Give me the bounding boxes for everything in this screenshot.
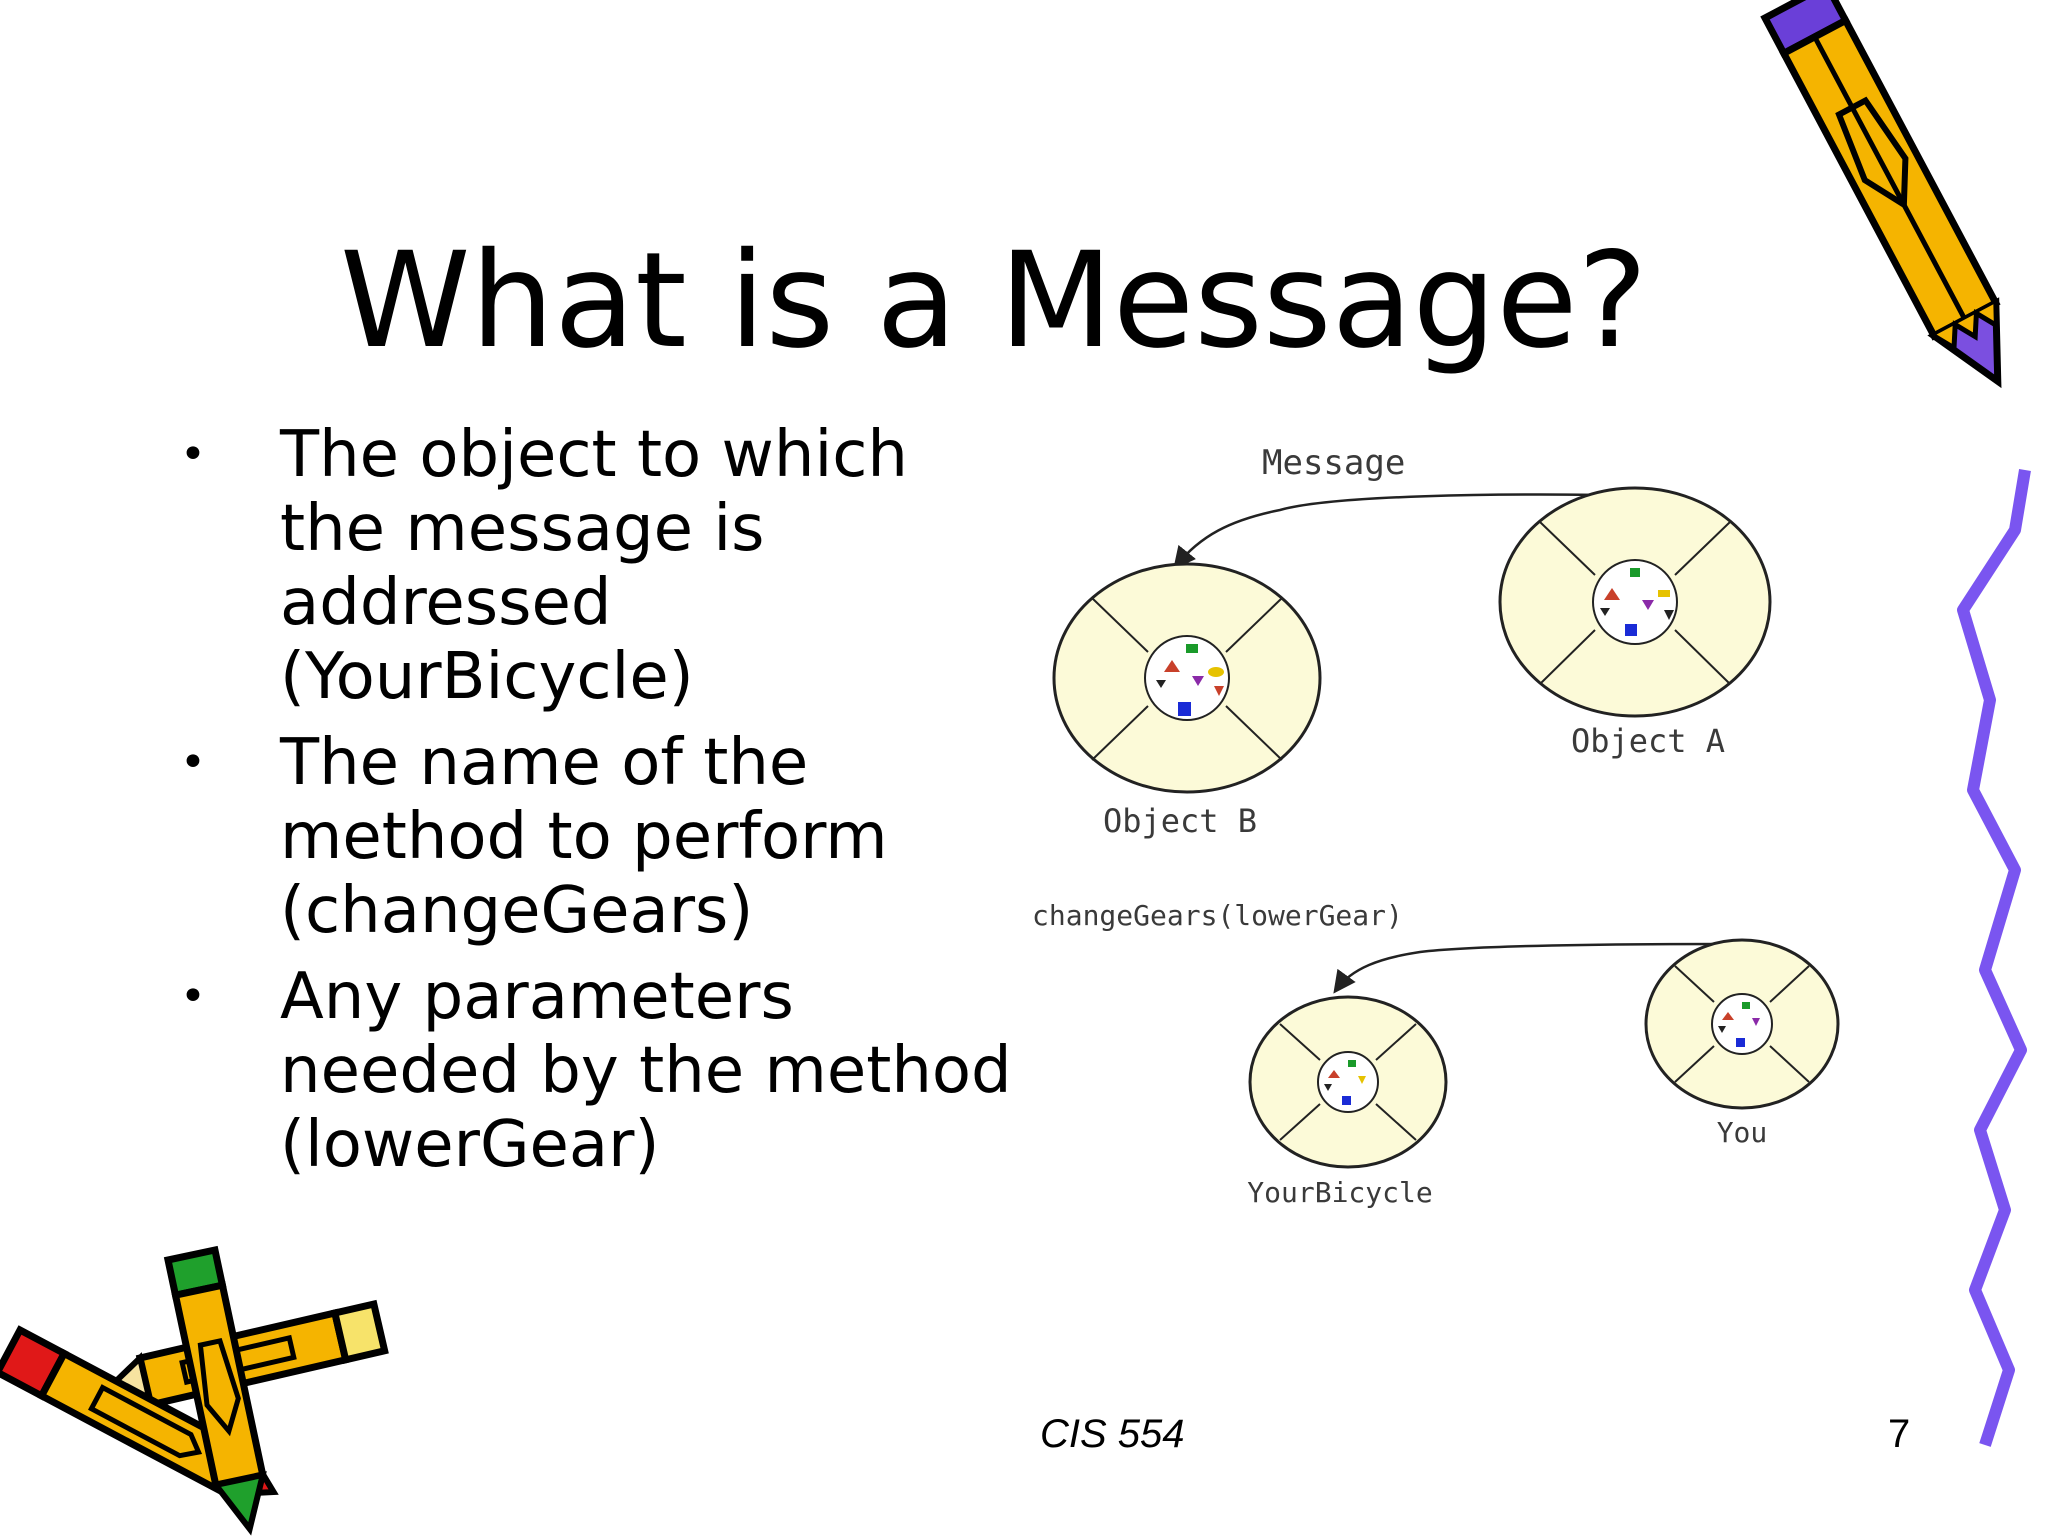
- bullet-dot-icon: •: [180, 429, 206, 480]
- you-label: You: [1717, 1116, 1768, 1149]
- your-bicycle-node: [1248, 995, 1448, 1169]
- you-node: [1644, 938, 1840, 1110]
- bullet-item: • The name of the method to perform (cha…: [170, 726, 1030, 948]
- change-gears-label: changeGears(lowerGear): [1032, 899, 1403, 932]
- object-b-node: [1052, 562, 1322, 794]
- squiggle-decoration: [1957, 469, 2031, 1447]
- pencil-clipart-top-right: [1760, 0, 2002, 389]
- bullet-list: • The object to which the message is add…: [170, 418, 1030, 1194]
- slide-footer: CIS 554: [1040, 1412, 1185, 1456]
- bullet-text: The object to which the message is addre…: [280, 418, 908, 714]
- change-gears-arrow: [1333, 942, 1729, 994]
- bullet-item: • The object to which the message is add…: [170, 418, 1030, 714]
- object-b-label: Object B: [1103, 802, 1257, 840]
- message-arrow: [1173, 493, 1663, 570]
- pencils-clipart-bottom-left: [0, 1245, 389, 1536]
- bullet-text: The name of the method to perform (chang…: [280, 726, 888, 948]
- object-a-node: [1498, 486, 1772, 718]
- your-bicycle-label: YourBicycle: [1247, 1176, 1432, 1209]
- object-a-label: Object A: [1571, 722, 1725, 760]
- message-diagram: Message Object A: [1032, 443, 1840, 1209]
- page-number: 7: [1888, 1412, 1911, 1456]
- bullet-text: Any parameters needed by the method (low…: [280, 960, 1012, 1182]
- slide-title: What is a Message?: [340, 224, 1648, 378]
- bullet-dot-icon: •: [180, 737, 206, 788]
- message-label: Message: [1262, 443, 1405, 483]
- bullet-dot-icon: •: [180, 971, 206, 1022]
- bullet-item: • Any parameters needed by the method (l…: [170, 960, 1030, 1182]
